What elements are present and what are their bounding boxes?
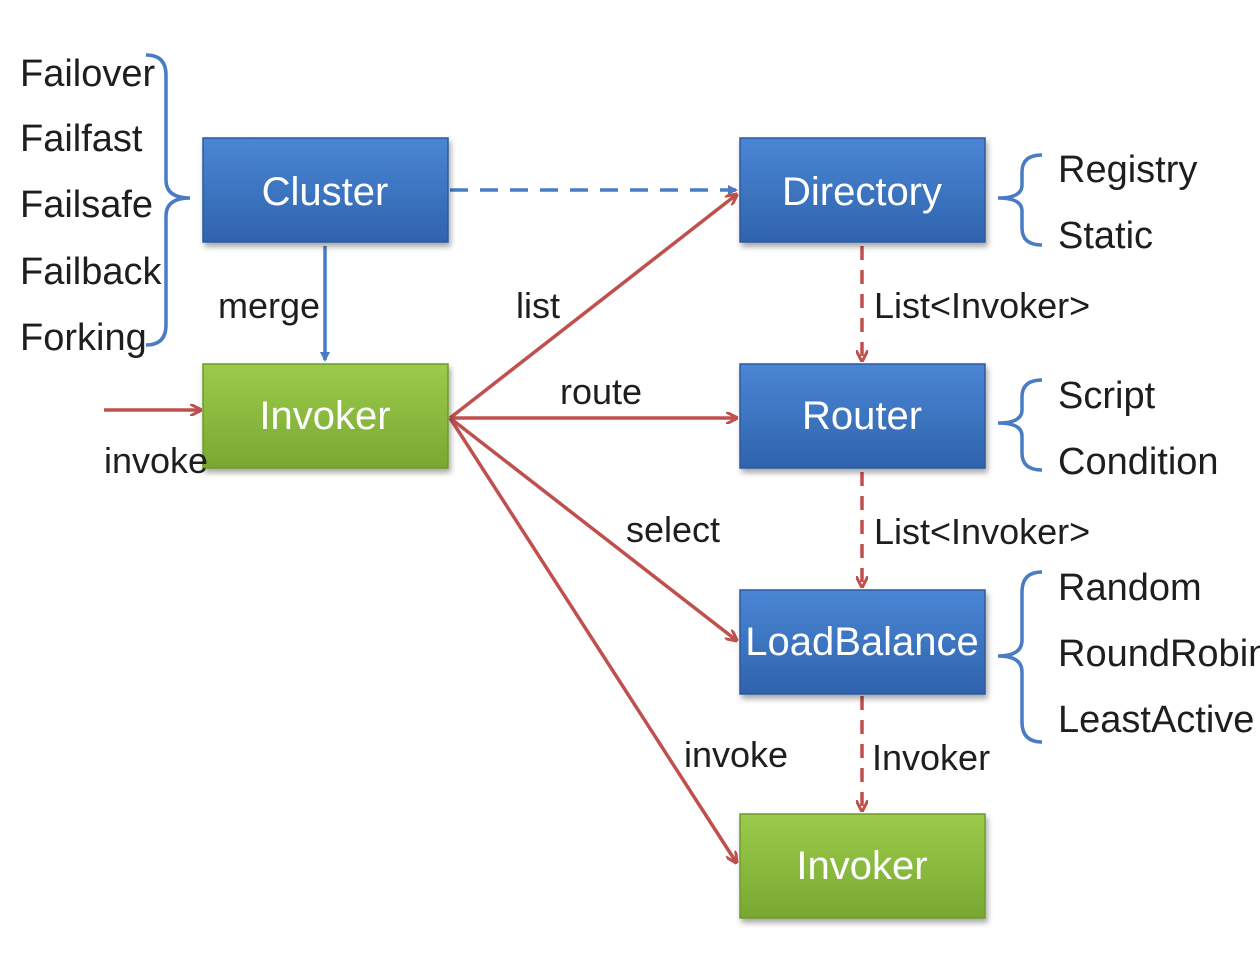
invoke-out-edge: [448, 417, 736, 862]
router-to-loadbalance-edge-label: List<Invoker>: [874, 511, 1090, 552]
cluster-strategy-item: Failsafe: [20, 184, 153, 226]
loadbalance-type-item: LeastActive: [1058, 699, 1254, 741]
directory-to-router-edge-label: List<Invoker>: [874, 285, 1090, 326]
invoke-out-edge-label: invoke: [684, 734, 788, 775]
loadbalance-to-invoker-edge-label: Invoker: [872, 737, 990, 778]
directory-type-item: Registry: [1058, 149, 1197, 191]
invoke-in-edge-label: invoke: [104, 440, 208, 481]
router-label: Router: [802, 394, 922, 438]
cluster-strategy-item: Forking: [20, 317, 147, 359]
invoker-main-label: Invoker: [259, 394, 390, 438]
cluster-strategy-item: Failfast: [20, 118, 143, 160]
loadbalance-type-item: Random: [1058, 567, 1202, 609]
cluster-label: Cluster: [262, 170, 389, 214]
list-edge: [448, 195, 736, 420]
loadbalance-node: LoadBalance: [739, 589, 986, 695]
router-type-item: Script: [1058, 375, 1156, 417]
loadbalance-type-item: RoundRobin: [1058, 633, 1260, 675]
router-types-bracket: [997, 378, 1043, 472]
directory-type-item: Static: [1058, 215, 1153, 257]
loadbalance-label: LoadBalance: [745, 620, 979, 664]
select-edge: [448, 416, 736, 640]
directory-label: Directory: [782, 170, 942, 214]
merge-edge-label: merge: [218, 285, 320, 326]
directory-types-bracket: [997, 153, 1043, 247]
cluster-strategies-bracket: [145, 53, 191, 347]
loadbalance-types-bracket: [997, 570, 1043, 744]
invoker-target-node: Invoker: [739, 813, 986, 919]
router-node: Router: [739, 363, 986, 469]
invoker-main-node: Invoker: [202, 363, 449, 469]
invoker-target-label: Invoker: [796, 844, 927, 888]
route-edge-label: route: [560, 371, 642, 412]
cluster-strategy-item: Failback: [20, 251, 162, 293]
select-edge-label: select: [626, 509, 720, 550]
cluster-node: Cluster: [202, 137, 449, 243]
router-type-item: Condition: [1058, 441, 1219, 483]
list-edge-label: list: [516, 285, 560, 326]
directory-node: Directory: [739, 137, 986, 243]
cluster-strategy-item: Failover: [20, 53, 155, 95]
